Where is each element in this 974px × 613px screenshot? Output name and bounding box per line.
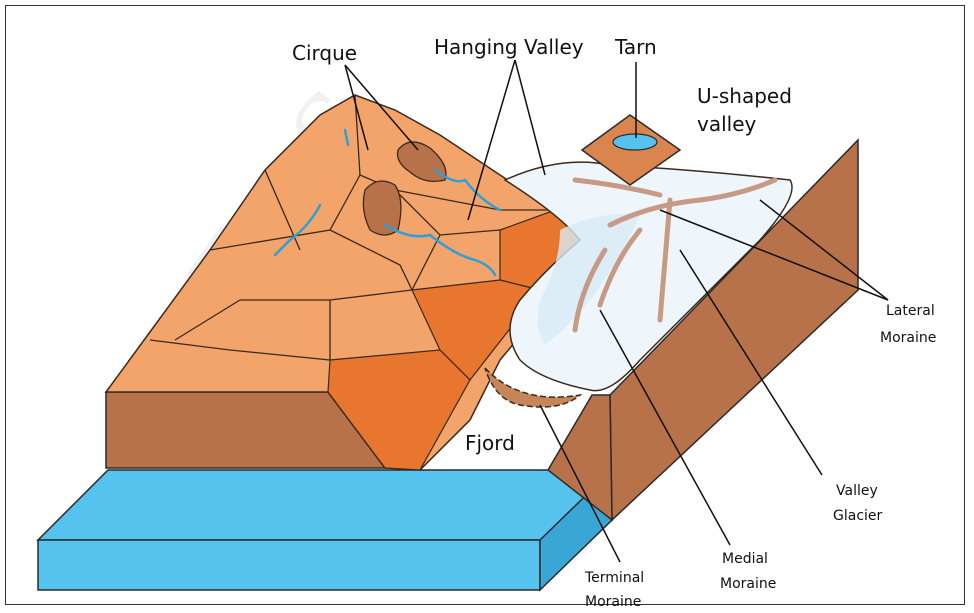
sea-top (38, 470, 612, 540)
label-lateral-line1: Lateral (886, 303, 935, 319)
label-u-shaped-line1: U-shaped (697, 84, 792, 108)
label-valley-glacier-line2: Glacier (833, 508, 883, 524)
label-u-shaped-line2: valley (697, 112, 757, 136)
label-medial-line1: Medial (722, 551, 768, 567)
label-terminal-line1: Terminal (584, 570, 644, 586)
label-cirque: Cirque (292, 41, 357, 65)
cirque-lower (363, 181, 401, 235)
label-terminal-line2: Moraine (585, 594, 641, 610)
label-lateral-line2: Moraine (880, 330, 936, 346)
label-hanging-valley: Hanging Valley (434, 35, 584, 59)
tarn-lake (613, 134, 657, 150)
label-valley-glacier-line1: Valley (836, 483, 878, 499)
label-fjord: Fjord (465, 431, 515, 455)
sea-front (38, 540, 540, 590)
label-medial-line2: Moraine (720, 576, 776, 592)
label-tarn: Tarn (614, 35, 657, 59)
